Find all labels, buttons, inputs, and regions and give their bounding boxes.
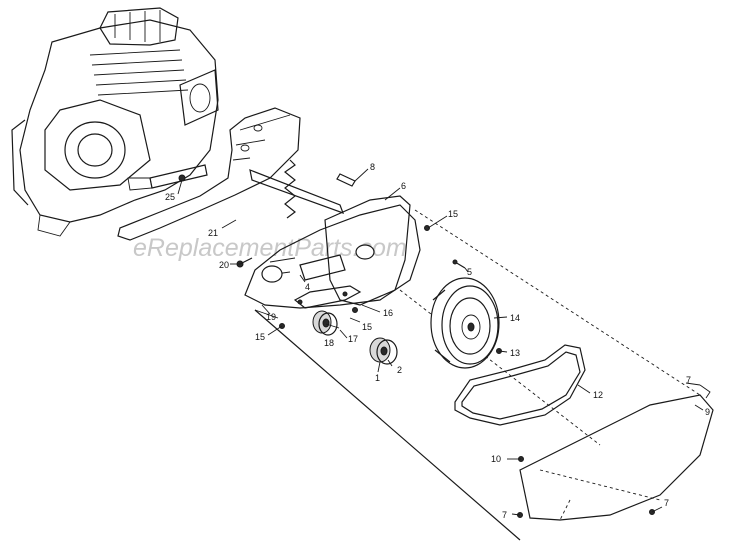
callout-20: 20 <box>219 260 229 270</box>
fastener-15 <box>279 225 430 329</box>
large-pulley <box>430 277 500 369</box>
idler-pulley-18 <box>312 310 338 336</box>
callout-15-top: 15 <box>448 209 458 219</box>
callout-labels: 8 6 15 5 4 16 15 19 15 18 17 1 2 14 13 1… <box>165 162 710 520</box>
engine-bracket <box>117 107 345 241</box>
callout-16: 16 <box>383 308 393 318</box>
callout-21: 21 <box>208 228 218 238</box>
callout-14: 14 <box>510 313 520 323</box>
callout-7-bottom-right: 7 <box>664 498 669 508</box>
engine <box>11 7 219 237</box>
callout-6: 6 <box>401 181 406 191</box>
callout-13: 13 <box>510 348 520 358</box>
callout-5: 5 <box>467 267 472 277</box>
pulley-2 <box>369 337 398 365</box>
callout-12: 12 <box>593 390 603 400</box>
lower-cover <box>519 394 714 521</box>
callout-7-right: 7 <box>686 375 691 385</box>
screw-5 <box>452 259 466 269</box>
belt-guard-cover <box>324 195 411 306</box>
callout-8: 8 <box>370 162 375 172</box>
callout-7-bottom-left: 7 <box>502 510 507 520</box>
callout-1: 1 <box>375 373 380 383</box>
callout-4: 4 <box>305 282 310 292</box>
tension-spring <box>283 159 296 219</box>
callout-2: 2 <box>397 365 402 375</box>
v-belt <box>454 344 586 426</box>
callout-15-mid: 15 <box>362 322 372 332</box>
callout-10: 10 <box>491 454 501 464</box>
screws-7 <box>517 384 711 518</box>
idler-arm <box>293 285 362 309</box>
callout-18: 18 <box>324 338 334 348</box>
leader-lines <box>177 168 704 516</box>
callout-17: 17 <box>348 334 358 344</box>
callout-25: 25 <box>165 192 175 202</box>
callout-15-left: 15 <box>255 332 265 342</box>
callout-19: 19 <box>266 312 276 322</box>
callout-9: 9 <box>705 407 710 417</box>
pin-8 <box>336 173 356 187</box>
